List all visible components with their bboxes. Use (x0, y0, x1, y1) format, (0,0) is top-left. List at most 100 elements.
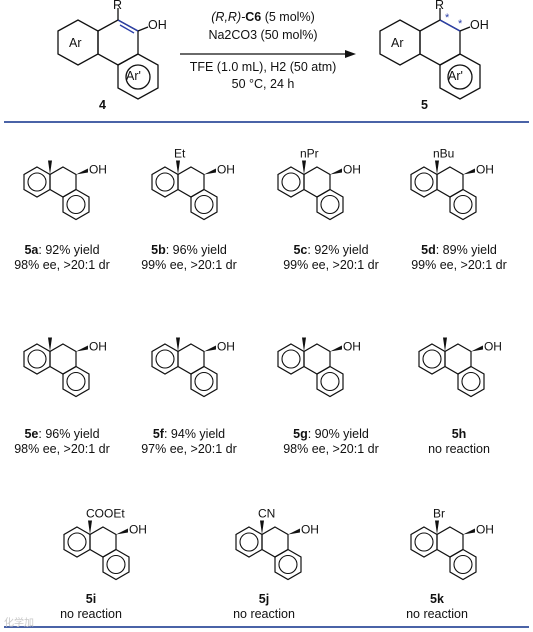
compound-5d-aromatic-a (414, 172, 434, 192)
compound-5d-ring-c (449, 188, 477, 221)
product-arprime-label: Ar' (448, 69, 463, 83)
compound-5f-wedge-r (176, 337, 180, 352)
yield-text: : 96% yield (38, 427, 100, 441)
caption-5d-line1: 5d: 89% yield (399, 243, 519, 258)
compound-id: 5d (421, 243, 436, 257)
yield-text: : 89% yield (435, 243, 497, 257)
compound-5d-wedge-oh (462, 168, 475, 175)
compound-5j-aromatic-c (278, 554, 298, 575)
compound-5e-aromatic-a (27, 349, 47, 369)
compound-5b-ring-c (190, 188, 218, 221)
reaction-scheme (57, 8, 481, 100)
compound-5g-aromatic-a (281, 349, 301, 369)
compound-5g-wedge-r (302, 337, 306, 352)
compound-5f-ring-c (190, 365, 218, 398)
compound-5a-aromatic-a (27, 172, 47, 192)
compound-id: 5e (24, 427, 39, 441)
compound-5k-substituent: Br (433, 507, 445, 521)
compound-5c-oh-label: OH (343, 163, 361, 177)
compound-5d-oh-label: OH (476, 163, 494, 177)
yield-text: : 96% yield (165, 243, 227, 257)
caption-5f-line1: 5f: 94% yield (129, 427, 249, 442)
compound-5e-oh-label: OH (89, 340, 107, 354)
caption-5f-line2: 97% ee, >20:1 dr (141, 442, 237, 456)
product-ar-label: Ar (391, 36, 404, 50)
compound-5f-aromatic-c (194, 371, 214, 392)
compound-5e-wedge-r (48, 337, 52, 352)
caption-5a-line2: 98% ee, >20:1 dr (14, 258, 110, 272)
compound-5g-wedge-oh (329, 345, 342, 352)
compound-5e-ring-b (49, 343, 77, 375)
compound-5f-ring-b (177, 343, 205, 375)
compound-5b-aromatic-a (155, 172, 175, 192)
caption-5h-line2: no reaction (428, 442, 490, 456)
caption-5i-line1: 5i (31, 592, 151, 607)
compound-5h-aromatic-c (461, 371, 481, 392)
compound-5f-aromatic-a (155, 349, 175, 369)
compound-5b-wedge-r (176, 160, 180, 175)
compound-5a-wedge-r (48, 160, 52, 175)
compound-id: 5k (430, 592, 444, 606)
compound-5i-aromatic-a (67, 532, 87, 552)
compound-5a-ring-b (49, 166, 77, 198)
compound-5g-oh-label: OH (343, 340, 361, 354)
caption-5d-line2: 99% ee, >20:1 dr (411, 258, 507, 272)
compound-id: 5g (293, 427, 308, 441)
compound-5f-oh-label: OH (217, 340, 235, 354)
product-number: 5 (421, 98, 428, 112)
compound-5c-ring-b (303, 166, 331, 198)
compound-5j-aromatic-a (239, 532, 259, 552)
stereo-star-1: * (445, 12, 450, 24)
caption-5c-line1: 5c: 92% yield (271, 243, 391, 258)
condition-temp: 50 °C, 24 h (231, 77, 295, 91)
compound-id: 5i (85, 592, 97, 606)
condition-catalyst: (R,R)-C6 (5 mol%) (211, 10, 315, 24)
yield-text: : 90% yield (307, 427, 369, 441)
compound-5f-wedge-oh (203, 345, 216, 352)
caption-5j-line1: 5j (204, 592, 324, 607)
compound-5c-ring-c (316, 188, 344, 221)
compound-5k-wedge-r (435, 520, 439, 535)
compound-5e-ring-c (62, 365, 90, 398)
compound-5j-substituent: CN (258, 507, 275, 521)
compound-5i-wedge-r (88, 520, 92, 535)
compound-5c-wedge-r (302, 160, 306, 175)
caption-5j-line2: no reaction (233, 607, 295, 621)
compound-5a-aromatic-c (66, 194, 86, 215)
compound-5j-wedge-r (260, 520, 264, 535)
compound-5h-wedge-oh (470, 345, 483, 352)
compound-id: 5c (293, 243, 308, 257)
compound-5i-oh-label: OH (129, 523, 147, 537)
compound-5d-substituent: nBu (433, 147, 454, 161)
compound-5k-ring-c (449, 548, 477, 581)
compound-id: 5a (24, 243, 39, 257)
caption-5c-line2: 99% ee, >20:1 dr (283, 258, 379, 272)
compound-5b-aromatic-c (194, 194, 214, 215)
divider-bottom (4, 626, 529, 628)
watermark-logo: 化学加 (4, 618, 34, 629)
compound-5c-substituent: nPr (300, 147, 319, 161)
substrate-oh-label: OH (148, 18, 167, 32)
caption-5i-line2: no reaction (60, 607, 122, 621)
compound-id: 5h (451, 427, 467, 441)
compound-5j-oh-label: OH (301, 523, 319, 537)
caption-5g-line1: 5g: 90% yield (271, 427, 391, 442)
compound-5c-aromatic-c (320, 194, 340, 215)
compound-id: 5j (258, 592, 270, 606)
compound-5h-wedge-r (443, 337, 447, 352)
compound-5i-ring-b (89, 526, 117, 558)
compound-5a-ring-c (62, 188, 90, 221)
compound-5d-wedge-r (435, 160, 439, 175)
compound-5a-oh-label: OH (89, 163, 107, 177)
compound-5i-ring-c (102, 548, 130, 581)
compound-5c-wedge-oh (329, 168, 342, 175)
compound-5k-aromatic-c (453, 554, 473, 575)
caption-5h-line1: 5h (399, 427, 519, 442)
